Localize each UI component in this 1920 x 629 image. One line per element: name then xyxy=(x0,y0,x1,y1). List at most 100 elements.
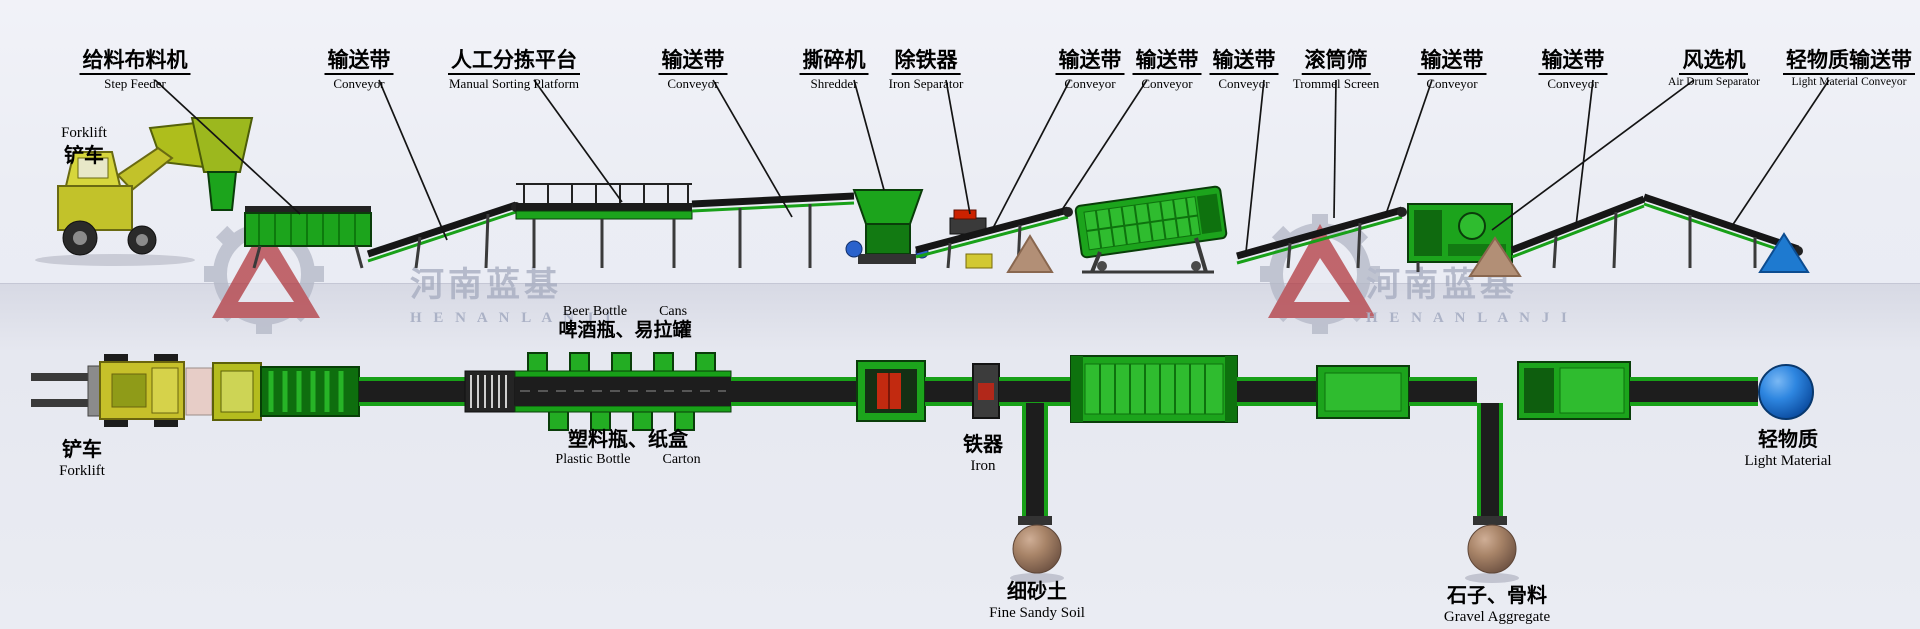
label-en: Forklift xyxy=(59,463,105,479)
label-iron: 铁器 Iron xyxy=(963,433,1003,477)
label-en: Conveyor xyxy=(1426,76,1478,92)
label-zh: 输送带 xyxy=(1055,48,1125,76)
label-zh: 啤酒瓶、易拉罐 xyxy=(558,320,692,341)
forklift-plan xyxy=(31,354,185,427)
leader-manual-sorting xyxy=(533,79,623,203)
label-conveyor-7: 输送带 Conveyor xyxy=(1538,48,1608,93)
label-en: Step Feeder xyxy=(104,76,166,92)
label-zh: 轻物质 xyxy=(1758,429,1818,451)
label-iron-separator: 除铁器 Iron Separator xyxy=(889,48,964,93)
leader-trommel xyxy=(1333,79,1337,219)
background-lower-band xyxy=(0,284,1920,629)
label-zh: 轻物质输送带 xyxy=(1783,48,1915,76)
leader-air-separator xyxy=(1491,79,1695,231)
label-en: Iron xyxy=(970,458,996,474)
belt-plan-6 xyxy=(1409,377,1477,406)
belt-plan-7 xyxy=(1630,377,1758,406)
belt-plan-1 xyxy=(359,377,465,406)
leader-conveyor-2 xyxy=(712,79,793,218)
label-zh: 铲车 xyxy=(64,144,104,167)
leader-shredder xyxy=(853,79,885,191)
fine-sandy-soil-pile xyxy=(1012,524,1062,574)
label-en: Conveyor xyxy=(1218,76,1270,92)
feeder-hopper-plan xyxy=(212,362,262,421)
label-conveyor-6: 输送带 Conveyor xyxy=(1417,48,1487,93)
label-beer-bottle: Beer Bottle xyxy=(562,304,628,319)
label-zh: 输送带 xyxy=(1132,48,1202,76)
label-en: Light Material Conveyor xyxy=(1791,76,1907,89)
label-step-feeder: 给料布料机 Step Feeder xyxy=(79,48,191,93)
forklift-side xyxy=(35,120,214,266)
leader-lines xyxy=(154,79,1830,253)
label-conveyor-1: 输送带 Conveyor xyxy=(324,48,394,93)
label-en: Manual Sorting Platform xyxy=(449,76,579,92)
leader-conveyor-7 xyxy=(1575,79,1594,227)
incline-conveyor-4 xyxy=(1510,195,1646,269)
label-zh: 除铁器 xyxy=(891,48,961,76)
label-forklift-bottom: 铲车 Forklift xyxy=(59,438,105,482)
label-cans: Cans xyxy=(659,304,688,319)
label-zh: 石子、骨料 xyxy=(1446,585,1547,607)
label-zh: 输送带 xyxy=(1209,48,1279,76)
label-conveyor-4: 输送带 Conveyor xyxy=(1132,48,1202,93)
label-en: Gravel Aggregate xyxy=(1443,609,1551,625)
leader-conveyor-4 xyxy=(1057,79,1148,217)
shredder-plan xyxy=(856,360,926,422)
label-en: Conveyor xyxy=(667,76,719,92)
label-zh: 风选机 xyxy=(1679,48,1749,76)
label-beer-bottle-cans: Beer Bottle Cans 啤酒瓶、易拉罐 xyxy=(558,304,691,343)
air-drum-separator-machine xyxy=(1407,203,1522,277)
gravel-aggregate-pile xyxy=(1467,524,1517,574)
label-light-material: 轻物质 Light Material xyxy=(1744,428,1831,472)
grate-plan xyxy=(464,370,516,413)
leader-iron-separator xyxy=(945,79,971,215)
label-zh: 铁器 xyxy=(963,434,1003,456)
leader-conveyor-1 xyxy=(378,79,448,241)
label-en: Trommel Screen xyxy=(1292,76,1380,92)
label-shredder: 撕碎机 Shredder xyxy=(799,48,869,93)
side-view-line xyxy=(35,117,1810,277)
gravel-branch-conveyor xyxy=(1465,403,1519,583)
label-conveyor-3: 输送带 Conveyor xyxy=(1055,48,1125,93)
label-manual-sorting-platform: 人工分拣平台 Manual Sorting Platform xyxy=(448,48,580,93)
label-en: Shredder xyxy=(810,76,858,92)
label-zh: 输送带 xyxy=(1417,48,1487,76)
screen-box-plan xyxy=(1316,365,1410,419)
label-en: Conveyor xyxy=(333,76,385,92)
leader-conveyor-5 xyxy=(1245,79,1265,253)
label-zh: 输送带 xyxy=(1538,48,1608,76)
iron-separator-plan xyxy=(972,363,1000,419)
label-zh: 塑料瓶、纸盒 xyxy=(567,429,688,451)
label-en: Conveyor xyxy=(1547,76,1599,92)
label-fine-sandy-soil: 细砂土 Fine Sandy Soil xyxy=(989,580,1085,624)
trommel-screen-machine xyxy=(1074,185,1228,274)
label-en: Forklift xyxy=(61,125,107,141)
label-zh: 给料布料机 xyxy=(79,48,191,76)
light-material-ball xyxy=(1758,364,1814,420)
label-en: Air Drum Separator xyxy=(1668,76,1760,89)
label-zh: 输送带 xyxy=(324,48,394,76)
label-carton: Carton xyxy=(662,452,701,467)
air-separator-plan xyxy=(1517,361,1631,420)
label-trommel-screen: 滚筒筛 Trommel Screen xyxy=(1293,48,1380,93)
incline-conveyor-3 xyxy=(1236,206,1407,269)
label-zh: 输送带 xyxy=(658,48,728,76)
label-zh: 细砂土 xyxy=(1006,581,1067,603)
soil-pile-cone xyxy=(1006,234,1054,273)
watermark-en: H E N A N L A N J I xyxy=(1366,310,1571,326)
belt-plan-2 xyxy=(731,377,857,406)
incline-conveyor-2 xyxy=(915,206,1073,269)
background-seam-line xyxy=(0,283,1920,284)
discharge-box-plan xyxy=(185,367,213,416)
label-plastic-bottle: Plastic Bottle xyxy=(555,452,631,467)
watermark-en: H E N A N L A N J I xyxy=(410,310,615,326)
leader-conveyor-6 xyxy=(1385,79,1433,215)
conveyor-to-shredder xyxy=(691,192,855,268)
plan-view-line xyxy=(31,352,1814,583)
manual-sorting-platform-machine xyxy=(515,183,693,268)
step-feeder-plan xyxy=(260,366,360,417)
label-conveyor-2: 输送带 Conveyor xyxy=(658,48,728,93)
label-light-material-conveyor: 轻物质输送带 Light Material Conveyor xyxy=(1783,48,1915,91)
label-zh: 滚筒筛 xyxy=(1301,48,1371,76)
